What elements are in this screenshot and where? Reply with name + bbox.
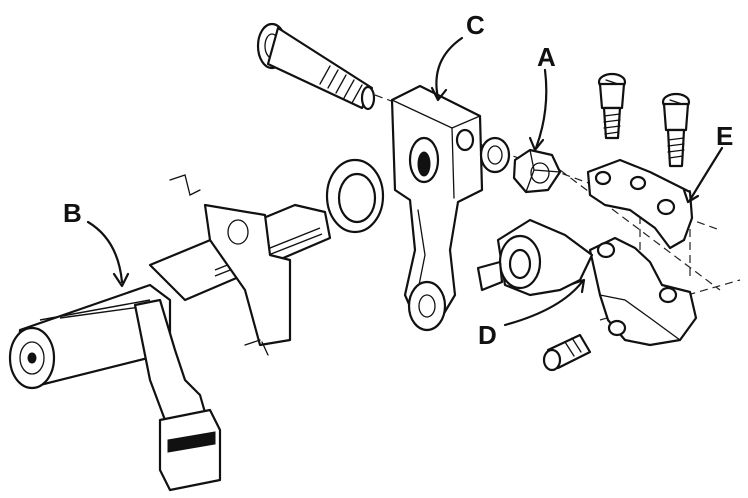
small-washer [479, 136, 511, 174]
dowel-pin [542, 333, 592, 372]
part-labels: C A B D E [63, 10, 733, 350]
label-c: C [466, 10, 485, 40]
upper-bearing-cap [586, 158, 694, 250]
lower-bearing-cap [588, 236, 698, 347]
label-d: D [478, 320, 497, 350]
label-a: A [537, 42, 556, 72]
label-e: E [716, 121, 733, 151]
large-washer [325, 158, 385, 234]
control-lever [8, 174, 332, 492]
connecting-rod [390, 84, 484, 332]
set-screw-left [597, 72, 627, 140]
long-bolt [256, 22, 376, 111]
set-screw-right [661, 92, 691, 168]
hex-nut [512, 148, 562, 194]
eccentric-sleeve [476, 218, 594, 297]
leader-lines [86, 36, 724, 327]
label-b: B [63, 198, 82, 228]
